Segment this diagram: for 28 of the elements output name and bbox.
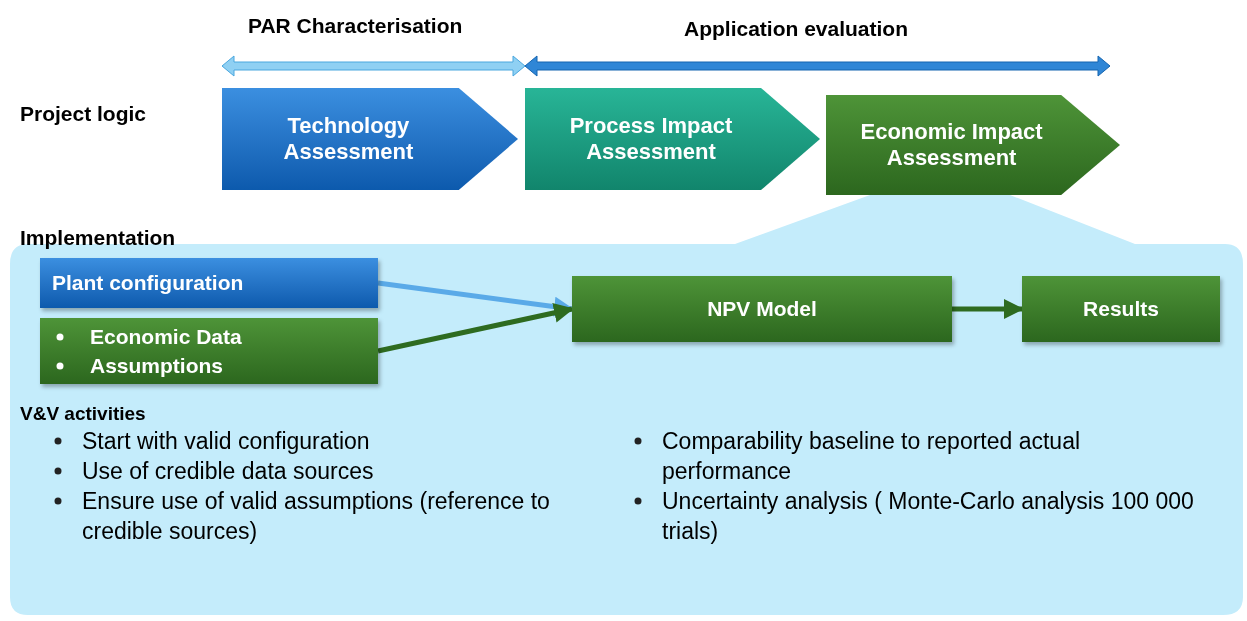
input-box [40,258,378,308]
chevron-label: Technology Assessment [282,113,415,165]
box-label: Results [1083,296,1159,323]
chevron-label: Process Impact Assessment [568,113,734,165]
arrow [952,299,1024,319]
box-label: Plant configuration [52,270,244,297]
arrow [377,303,574,354]
phase-label: PAR Characterisation [248,13,463,39]
bullet-text: Ensure use of valid assumptions (reference to credible sources) [82,487,551,546]
row-label: Project logic [20,101,147,127]
section-heading: Implementation [20,225,176,251]
bullet-box [40,318,378,384]
section-heading: V&V activities [20,402,146,426]
bullet-text: Comparability baseline to reported actual performance [662,427,1082,486]
chevron-label: Economic Impact Assessment [859,119,1044,171]
process-step [222,88,518,190]
process-step [826,95,1120,195]
bullet-item: Economic Data [90,324,242,350]
bullet-text: Start with valid configuration [82,427,371,456]
phase-label: Application evaluation [684,16,909,42]
arrow [377,280,574,317]
box-label: NPV Model [707,296,817,323]
process-box [572,276,952,342]
process-step [525,88,820,190]
bullet-text: Use of credible data sources [82,457,375,486]
process-box [1022,276,1220,342]
bullet-item: Assumptions [90,353,223,379]
bullet-text: Uncertainty analysis ( Monte-Carlo analysis 100 000 trials) [662,487,1195,546]
